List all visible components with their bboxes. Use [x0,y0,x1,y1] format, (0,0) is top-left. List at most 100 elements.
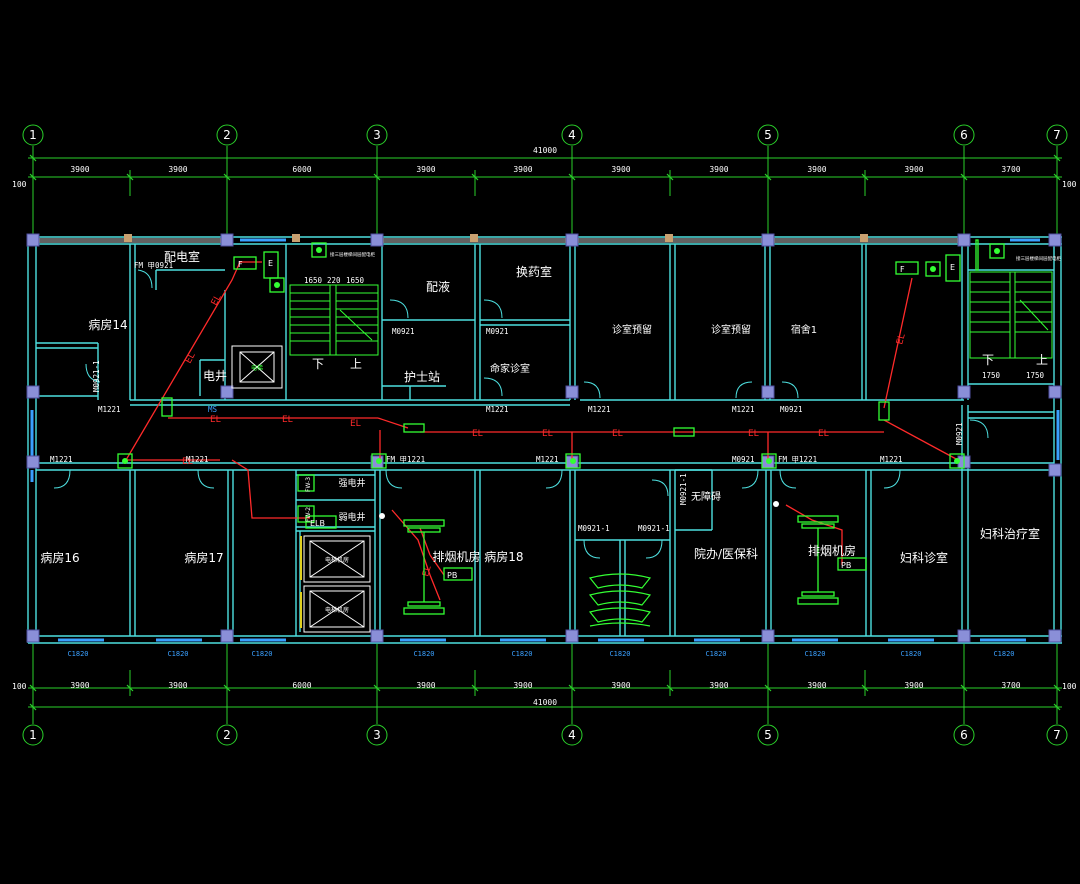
dim-span: 3900 [168,681,187,690]
dim-span: 3900 [709,165,728,174]
door-label: M0921-1 [578,524,610,533]
axis-label: 3 [373,728,381,742]
top-wall-band [39,238,958,243]
f-label: F [238,260,243,269]
stair-dim: 220 [327,276,341,285]
e-label: E [268,259,273,268]
dim-span: 3900 [70,165,89,174]
room-qiangdianjing: 强电井 [338,477,365,489]
door-label: FM 甲0921 [134,261,173,270]
axis-label: 2 [223,128,231,142]
window-label: C1820 [804,650,825,658]
room-huanyaoshi: 换药室 [516,264,552,279]
stair-up-label: 上 [350,357,362,371]
equipment-boxes [117,239,1005,615]
door-label: M1221 [536,455,559,464]
dim-span: 6000 [292,165,311,174]
el-label: EL [472,429,483,439]
dim-span: 3900 [709,681,728,690]
room-paiyanjifang-bingfang18: 排烟机房 病房18 [432,549,523,564]
axis-label: 4 [568,128,576,142]
door-swings [53,269,989,559]
stair-right-labels: 下 上 1750 1750 [982,353,1048,380]
room-yuanban-yibaoke: 院办/医保科 [694,546,758,561]
dim-span: 6000 [292,681,311,690]
dim-span: 3900 [904,165,923,174]
fw-label: FW-3 [305,477,312,492]
el-label: EL [184,351,198,365]
el-label: EL [612,429,623,439]
dim-span: 3900 [416,165,435,174]
pb-label: PB [447,571,457,580]
room-fukezhenshi: 妇科诊室 [900,550,948,565]
window-label: C1820 [67,650,88,658]
note-label: 接三层楼梯间层配电柜 [1016,255,1061,262]
door-label: MS [208,405,218,414]
stair-left [289,284,379,356]
f-label: F [900,265,905,274]
window-label: C1820 [900,650,921,658]
small-columns [124,234,868,242]
equipment-labels: F F E E PB PB ELB FW-3 FW-2 接三层楼梯间层配电柜 接… [238,251,1061,580]
stair-dim: 1750 [1026,371,1045,380]
window-label: C1820 [413,650,434,658]
el-label: EL [210,293,224,307]
room-zhenshi-yuliu: 诊室预留 [711,323,751,336]
axis-bubbles: 1 2 3 4 5 6 7 1 2 3 4 5 6 7 [22,124,1068,746]
axis-label: 1 [29,128,37,142]
e-label: E [950,263,955,272]
room-sushe1: 宿舍1 [791,323,817,336]
dimension-texts: 41000 100 100 3900 3900 6000 3900 3900 3… [12,146,1077,707]
room-peidianshi: 配电室 [164,249,200,264]
axis-label: 3 [373,128,381,142]
dim-edge: 100 [1062,682,1077,691]
door-label: M1221 [588,405,611,414]
dim-span: 3900 [416,681,435,690]
door-label: M1221 [186,455,209,464]
wc-fixtures [588,573,652,627]
stair-down-label: 下 [312,357,324,371]
axis-label: 5 [764,128,772,142]
room-dianjing: 电井 [203,369,227,383]
el-label: EL [210,415,221,425]
door-label: M1221 [98,405,121,414]
door-label: M1221 [880,455,903,464]
room-labels: 配电室 病房14 电井 配液 换药室 诊室预留 诊室预留 宿舍1 护士站 命家诊… [40,249,1040,565]
elevator-shafts [231,345,371,633]
dim-edge: 100 [1062,180,1077,189]
door-label: M0921 [732,455,755,464]
room-fukezhiliaoshi: 妇科治疗室 [980,526,1040,541]
window-labels: C1820 C1820 C1820 C1820 C1820 C1820 C182… [67,650,1014,658]
door-label: M0921 [780,405,803,414]
axis-label: 7 [1053,128,1061,142]
elevator-label: 电梯机房 [325,606,349,614]
dim-span: 3900 [513,681,532,690]
room-peiye: 配液 [426,279,450,294]
window-label: C1820 [251,650,272,658]
axis-label: 1 [29,728,37,742]
dim-edge: 100 [12,682,27,691]
door-label: FM 甲1221 [386,455,425,464]
cable-routes [125,261,959,601]
window-label: C1820 [609,650,630,658]
room-bingfang14: 病房14 [88,317,127,332]
stair-dim: 1650 [346,276,365,285]
room-bingfang16: 病房16 [40,550,79,565]
elb-label: ELB [310,519,325,528]
dim-span: 3900 [70,681,89,690]
fw-label: FW-2 [305,507,312,522]
el-label: EL [542,429,553,439]
dim-span: 3900 [611,165,630,174]
dim-total: 41000 [533,698,557,707]
el-label: EL [350,419,361,429]
stair-left-labels: 1650 220 1650 下 上 [304,276,365,371]
door-label: FM 甲1221 [778,455,817,464]
elevator-labels: 电梯 电梯机房 电梯机房 [251,364,349,614]
door-label: M0921 [392,327,415,336]
dim-span: 3700 [1001,681,1020,690]
dim-span: 3900 [807,165,826,174]
door-label: M0921 [486,327,509,336]
axis-label: 6 [960,128,968,142]
el-label: EL [818,429,829,439]
el-label: EL [421,565,433,578]
